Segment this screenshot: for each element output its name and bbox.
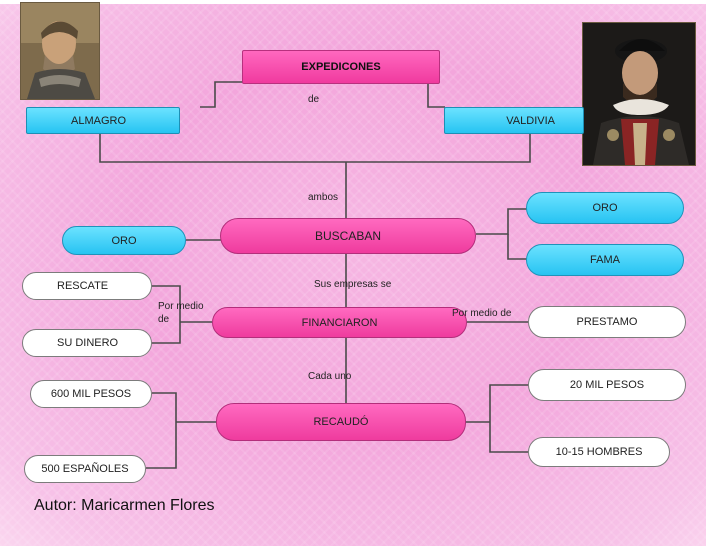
line-20mil-hombres bbox=[489, 384, 528, 453]
line-rescate-sudinero bbox=[152, 285, 181, 344]
line-600-500 bbox=[146, 392, 177, 469]
node-buscaban: BUSCABAN bbox=[220, 218, 476, 254]
connector-de: de bbox=[308, 94, 320, 105]
connector-ambos: ambos bbox=[308, 192, 339, 203]
connector-por-medio-left: Por medio bbox=[158, 301, 204, 312]
slide-right-edge bbox=[706, 0, 728, 546]
connector-cada-uno: Cada uno bbox=[308, 371, 352, 382]
node-oro-right: ORO bbox=[526, 192, 684, 224]
slide-top-edge bbox=[0, 0, 728, 4]
node-recaudo: RECAUDÓ bbox=[216, 403, 466, 441]
node-prestamo: PRESTAMO bbox=[528, 306, 686, 338]
node-10-15-hombres: 10-15 HOMBRES bbox=[528, 437, 670, 467]
node-expediciones: EXPEDICONES bbox=[242, 50, 440, 84]
connector-por-medio-right: Por medio de bbox=[452, 308, 512, 319]
node-600-mil-pesos: 600 MIL PESOS bbox=[30, 380, 152, 408]
node-almagro: ALMAGRO bbox=[26, 107, 180, 134]
portrait-almagro-image bbox=[21, 3, 99, 99]
node-20-mil-pesos: 20 MIL PESOS bbox=[528, 369, 686, 401]
connector-por-medio-left-de: de bbox=[158, 314, 170, 325]
portrait-almagro bbox=[20, 2, 100, 100]
line-expediciones-almagro bbox=[200, 81, 260, 108]
node-su-dinero: SU DINERO bbox=[22, 329, 152, 357]
line-buscaban-fama bbox=[507, 234, 528, 260]
line-expediciones-valdivia bbox=[410, 81, 445, 108]
author-credit: Autor: Maricarmen Flores bbox=[34, 497, 215, 514]
portrait-valdivia-image bbox=[583, 23, 695, 165]
portrait-valdivia bbox=[582, 22, 696, 166]
node-rescate: RESCATE bbox=[22, 272, 152, 300]
node-oro-left: ORO bbox=[62, 226, 186, 255]
node-financiaron: FINANCIARON bbox=[212, 307, 467, 338]
line-ambos-bus bbox=[99, 133, 531, 163]
connector-sus-empresas: Sus empresas se bbox=[314, 279, 392, 290]
line-buscaban-oro-right bbox=[476, 208, 528, 235]
node-fama: FAMA bbox=[526, 244, 684, 276]
node-valdivia: VALDIVIA bbox=[444, 107, 584, 134]
node-500-espanoles: 500 ESPAÑOLES bbox=[24, 455, 146, 483]
